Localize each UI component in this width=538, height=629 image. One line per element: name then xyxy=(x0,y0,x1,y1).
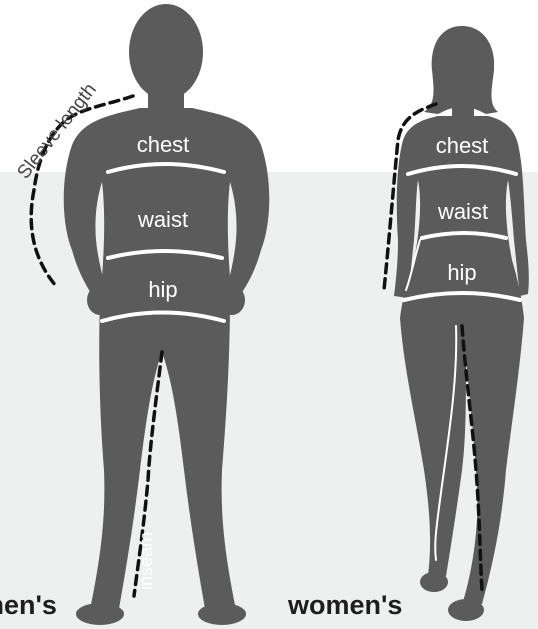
womens-hip-label: hip xyxy=(447,260,476,285)
womens-caption: women's xyxy=(288,590,402,621)
mens-chest-label: chest xyxy=(137,132,190,157)
womens-waist-label: waist xyxy=(437,199,488,224)
mens-caption: men's xyxy=(0,590,57,621)
mens-waist-label: waist xyxy=(137,207,188,232)
inseam-label: inseam xyxy=(136,532,156,590)
mens-hip-label: hip xyxy=(148,277,177,302)
womens-chest-label: chest xyxy=(436,133,489,158)
